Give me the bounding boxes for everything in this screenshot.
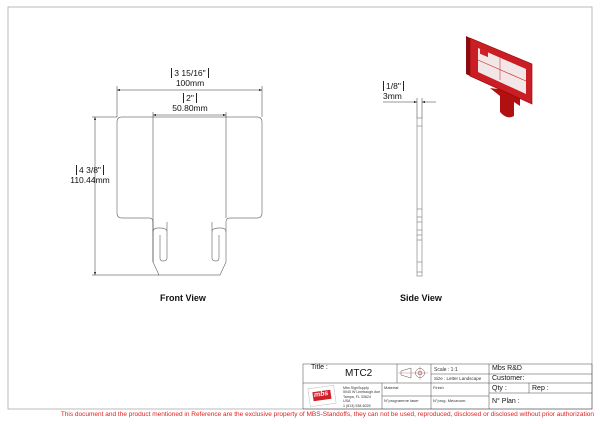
isometric-product-render — [466, 36, 533, 118]
address-line: Mbs SignSupply — [343, 386, 369, 390]
height-dimension-label: 4 3/8" 110.44mm — [58, 165, 122, 185]
tab-dimension-label: 2" 50.80mm — [150, 93, 230, 113]
title-label: Title : — [311, 364, 328, 371]
company-address: Mbs SignSupply 5040 W Linebaugh Ave Tamp… — [343, 386, 380, 408]
rep-field: Rep : — [532, 385, 549, 392]
front-view-outline — [116, 116, 263, 276]
address-line: 5040 W Linebaugh Ave — [343, 390, 381, 395]
width-inches: 3 15/16" — [171, 68, 209, 78]
address-line: Tampa, FL 33624 — [343, 394, 371, 399]
tab-inches: 2" — [183, 93, 197, 103]
company-text: Mbs R&D — [492, 365, 522, 372]
width-mm: 100mm — [175, 78, 205, 88]
size-text: Size : Letter Landscape — [434, 376, 482, 381]
scale-text: Scale : 1:1 — [434, 367, 458, 373]
thickness-dimension-label: 1/8" 3mm — [383, 81, 407, 101]
address-line: USA — [343, 399, 351, 404]
laser-program-field: N°programme laser — [384, 398, 419, 403]
company-logo — [307, 384, 337, 408]
plan-field: N° Plan : — [492, 398, 520, 405]
side-view-dimensions — [383, 98, 436, 118]
front-view-dimensions — [92, 86, 263, 276]
title-block-grid — [302, 363, 593, 410]
mecanum-program-field: N°prog. Mecanum. — [433, 398, 467, 403]
right-slot — [211, 222, 227, 262]
qty-field: Qty : — [492, 385, 507, 392]
tab-mm: 50.80mm — [172, 103, 208, 113]
side-view-label: Side View — [400, 293, 442, 303]
height-mm: 110.44mm — [70, 175, 110, 185]
legal-notice: This document and the product mentioned … — [60, 411, 594, 418]
front-view-label: Front View — [160, 293, 206, 303]
height-inches: 4 3/8" — [76, 165, 104, 175]
finish-field: Finish — [433, 385, 444, 390]
customer-field: Customer: — [492, 375, 525, 382]
left-slot — [152, 222, 168, 262]
thickness-mm: 3mm — [383, 91, 402, 101]
material-field: Material: — [384, 385, 400, 390]
projection-symbol-icon — [398, 366, 428, 380]
title-value: MTC2 — [345, 368, 373, 379]
width-dimension-label: 3 15/16" 100mm — [150, 68, 230, 88]
sheet-border — [7, 6, 593, 410]
side-view-outline — [416, 117, 423, 277]
thickness-inches: 1/8" — [383, 81, 404, 91]
address-line: 1 (813) 938-6025 — [343, 403, 371, 408]
